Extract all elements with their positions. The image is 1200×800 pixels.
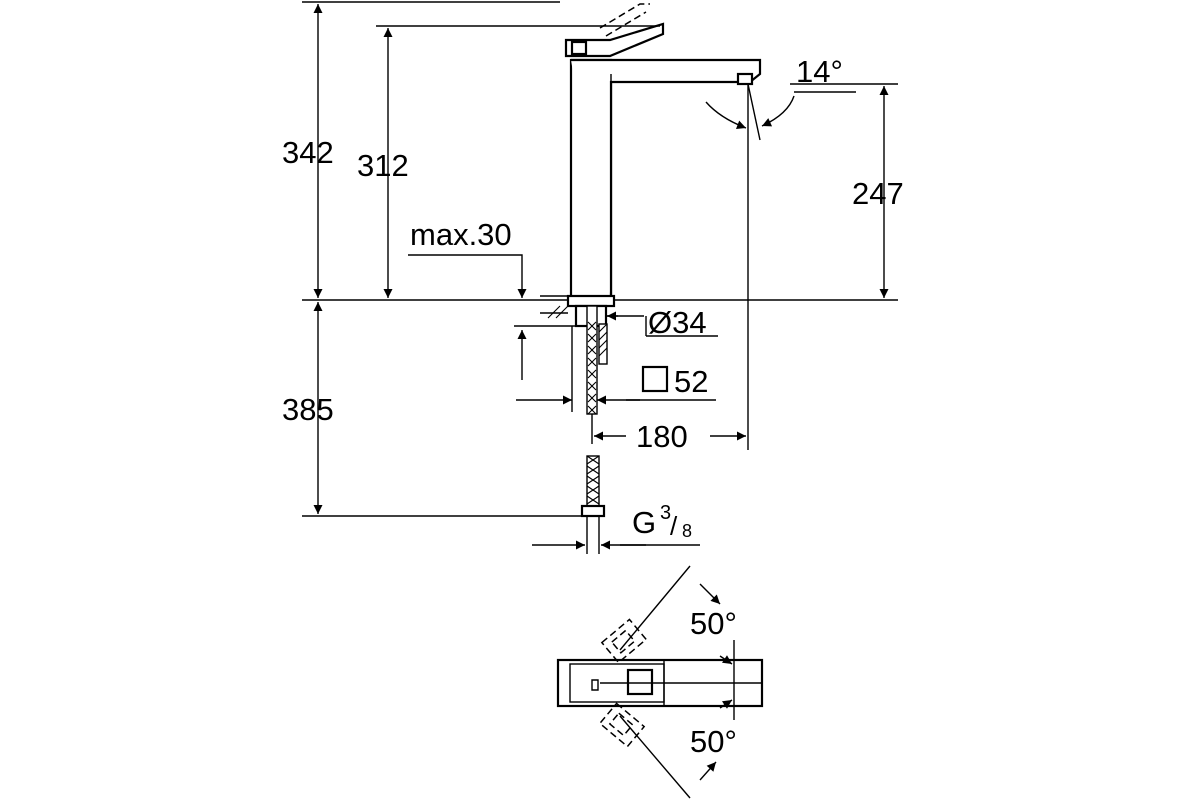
dim-thread-slash: / <box>670 511 678 541</box>
dim-square: 52 <box>516 326 716 412</box>
aerator <box>736 72 754 86</box>
dim-spout-height-label: 247 <box>852 176 904 211</box>
dim-below-deck-label: 385 <box>282 392 334 427</box>
square-symbol <box>641 365 669 393</box>
rotation-back-label: 50° <box>690 606 737 641</box>
lever-alt-front <box>598 702 646 748</box>
dim-thread-numerator: 3 <box>660 502 671 524</box>
dim-max-deck-label: max.30 <box>410 217 512 252</box>
dim-hole-diameter: Ø34 <box>606 305 718 340</box>
lever-handle <box>564 22 665 58</box>
dim-spout-height: 247 <box>790 83 904 298</box>
dim-thread-denominator: 8 <box>682 521 692 541</box>
dim-thread: G 3 / 8 <box>532 502 700 550</box>
dim-spout-angle-label: 14° <box>796 54 843 89</box>
dim-spout-reach: 180 <box>591 84 749 454</box>
dim-spout-reach-label: 180 <box>636 419 688 454</box>
faucet-top-view: 50° 50° <box>556 565 764 799</box>
faucet-side-view <box>564 3 762 302</box>
rotation-front-label: 50° <box>690 724 737 759</box>
lever-alt-position <box>599 3 650 37</box>
dim-lever-height: 312 <box>357 25 660 298</box>
top-view-knob <box>626 668 654 696</box>
dim-total-height-label: 342 <box>282 135 334 170</box>
dim-total-height: 342 <box>282 1 560 298</box>
dim-below-deck: 385 <box>282 302 586 517</box>
dim-square-label: 52 <box>674 364 708 399</box>
dim-lever-height-label: 312 <box>357 148 409 183</box>
faucet-spout <box>571 58 762 300</box>
lever-alt-back <box>600 618 648 664</box>
dim-hole-diameter-label: Ø34 <box>648 305 707 340</box>
dim-max-deck: max.30 <box>408 217 584 380</box>
dim-thread-letter: G <box>632 505 656 540</box>
dim-spout-angle: 14° <box>705 54 856 141</box>
